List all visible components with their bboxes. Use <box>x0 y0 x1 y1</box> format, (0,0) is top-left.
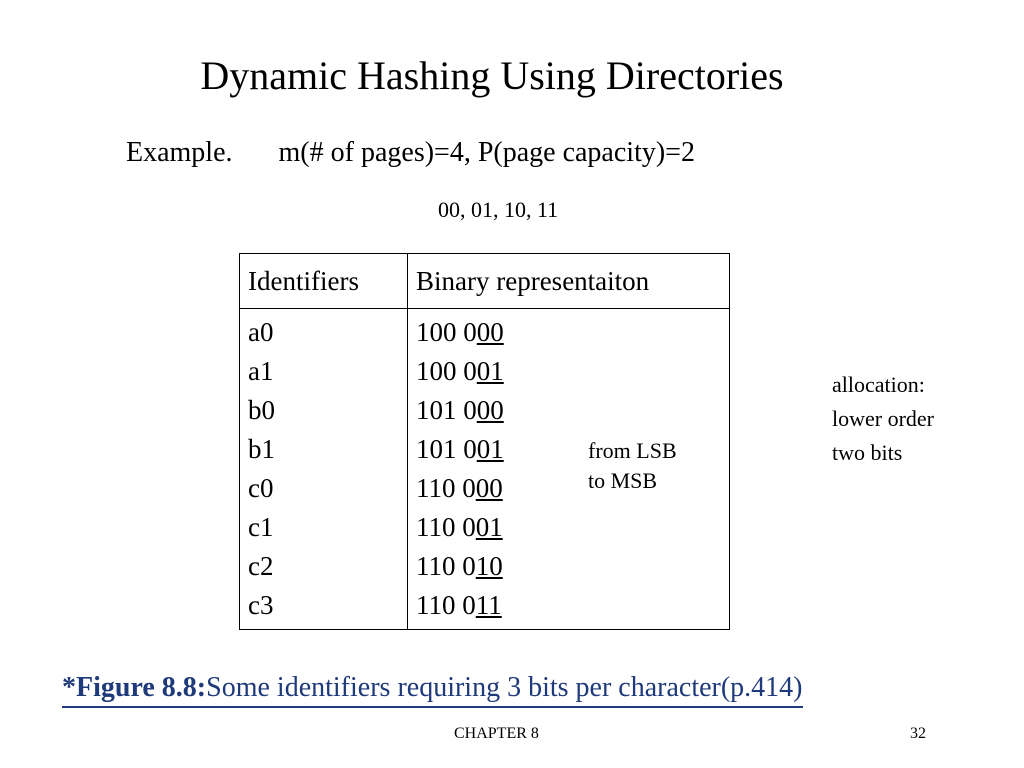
binary-prefix: 110 0 <box>416 590 476 620</box>
binary-value: 110 000 <box>416 469 721 508</box>
identifier-value: b0 <box>248 395 275 425</box>
example-label: Example. <box>126 137 233 168</box>
identifier-table: Identifiers Binary representaiton a0 a1 … <box>239 253 730 630</box>
footer-chapter: CHAPTER 8 <box>454 725 539 742</box>
lsb-to-msb-note: from LSB to MSB <box>588 436 677 496</box>
identifier-value: b1 <box>248 434 275 464</box>
identifiers-cell: a0 a1 b0 b1 c0 c1 c2 c3 <box>239 308 408 630</box>
identifier-value: c0 <box>248 473 274 503</box>
identifier-value: c1 <box>248 512 274 542</box>
binary-value: 110 010 <box>416 547 721 586</box>
low-order-bits: 01 <box>476 356 504 386</box>
identifier-value: c2 <box>248 551 274 581</box>
binary-prefix: 110 0 <box>416 473 476 503</box>
binary-prefix: 110 0 <box>416 512 476 542</box>
footer-page-number: 32 <box>910 725 926 742</box>
low-order-bits: 00 <box>475 473 503 503</box>
low-order-bits: 01 <box>475 512 503 542</box>
low-order-bits: 00 <box>476 317 504 347</box>
allocation-note-line: allocation: <box>832 372 925 397</box>
identifiers-header: Identifiers <box>239 253 408 309</box>
allocation-note-line: two bits <box>832 440 903 465</box>
bit-patterns-list: 00, 01, 10, 11 <box>438 197 559 222</box>
binary-prefix: 100 0 <box>416 317 477 347</box>
binary-representation-header: Binary representaiton <box>407 253 730 309</box>
identifier-value: a0 <box>248 317 274 347</box>
example-line: Example. m(# of pages)=4, P(page capacity… <box>126 136 695 170</box>
allocation-note-line: lower order <box>832 406 935 431</box>
table-header-row: Identifiers Binary representaiton <box>239 253 730 309</box>
low-order-bits: 10 <box>475 551 503 581</box>
lsb-note-line: from LSB <box>588 438 677 463</box>
allocation-note: allocation: lower order two bits <box>832 368 934 470</box>
binary-value: 110 011 <box>416 586 721 625</box>
example-params: m(# of pages)=4, P(page capacity)=2 <box>278 137 695 168</box>
identifier-value: a1 <box>248 356 274 386</box>
slide-title: Dynamic Hashing Using Directories <box>200 53 784 98</box>
low-order-bits: 00 <box>476 395 504 425</box>
figure-label: *Figure 8.8: <box>62 672 207 703</box>
figure-caption-text: Some identifiers requiring 3 bits per ch… <box>206 672 803 703</box>
binary-prefix: 101 0 <box>416 434 477 464</box>
binary-value: 100 000 <box>416 313 721 352</box>
identifier-value: c3 <box>248 590 274 620</box>
binary-value: 101 001 <box>416 430 721 469</box>
binary-prefix: 101 0 <box>416 395 477 425</box>
binary-value: 110 001 <box>416 508 721 547</box>
lsb-note-line: to MSB <box>588 468 658 493</box>
low-order-bits: 11 <box>475 590 502 620</box>
binary-cell: 100 000 100 001 101 000 101 001 110 000 … <box>407 308 730 630</box>
table-body-row: a0 a1 b0 b1 c0 c1 c2 c3 100 000 100 001 … <box>239 308 730 630</box>
binary-value: 100 001 <box>416 352 721 391</box>
figure-caption: *Figure 8.8:Some identifiers requiring 3… <box>62 671 803 708</box>
binary-value: 101 000 <box>416 391 721 430</box>
binary-prefix: 100 0 <box>416 356 477 386</box>
low-order-bits: 01 <box>476 434 504 464</box>
binary-prefix: 110 0 <box>416 551 476 581</box>
